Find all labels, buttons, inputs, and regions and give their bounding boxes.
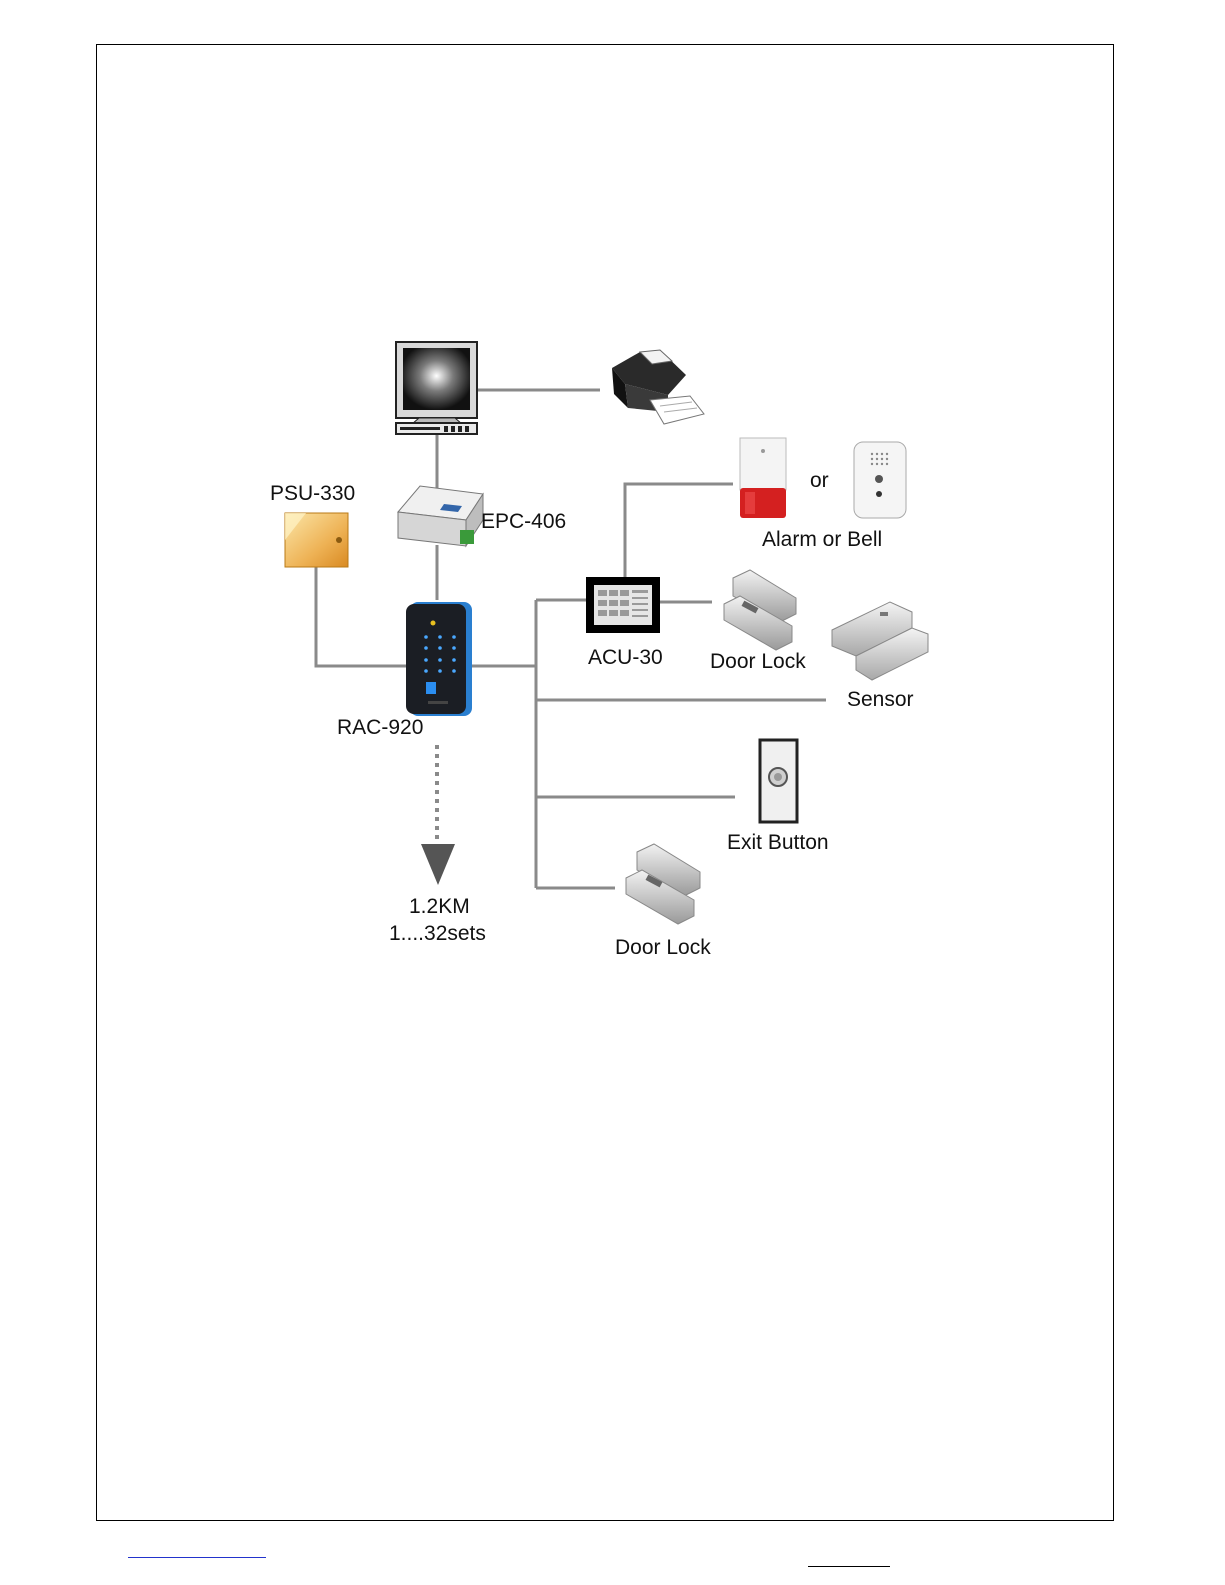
door-lock-icon-2 <box>626 844 700 924</box>
door-sensor-icon <box>832 602 928 680</box>
epc-406-converter-icon <box>398 486 483 546</box>
acu-30-controller-icon <box>586 577 660 633</box>
door-lock-icon-1 <box>724 570 796 650</box>
sensor-label: Sensor <box>847 689 914 710</box>
distance-label: 1.2KM <box>409 896 470 917</box>
door-lock-label-2: Door Lock <box>615 937 711 958</box>
footer-link-underline <box>128 1557 266 1558</box>
rac-920-label: RAC-920 <box>337 717 423 738</box>
or-label: or <box>810 470 829 491</box>
exit-button-label: Exit Button <box>727 832 829 853</box>
door-lock-label-1: Door Lock <box>710 651 806 672</box>
alarm-or-bell-label: Alarm or Bell <box>762 529 882 550</box>
sets-label: 1....32sets <box>389 923 486 944</box>
rac-920-reader-icon <box>406 602 472 716</box>
psu-330-icon <box>285 513 348 567</box>
computer-monitor-icon <box>396 342 477 434</box>
down-arrow-icon <box>421 844 455 885</box>
bell-icon <box>854 442 906 518</box>
epc-406-label: EPC-406 <box>481 511 566 532</box>
psu-330-label: PSU-330 <box>270 483 355 504</box>
footer-divider <box>808 1566 890 1567</box>
acu-30-label: ACU-30 <box>588 647 663 668</box>
alarm-siren-icon <box>740 438 786 518</box>
printer-icon <box>612 350 704 424</box>
exit-button-icon <box>760 740 797 822</box>
